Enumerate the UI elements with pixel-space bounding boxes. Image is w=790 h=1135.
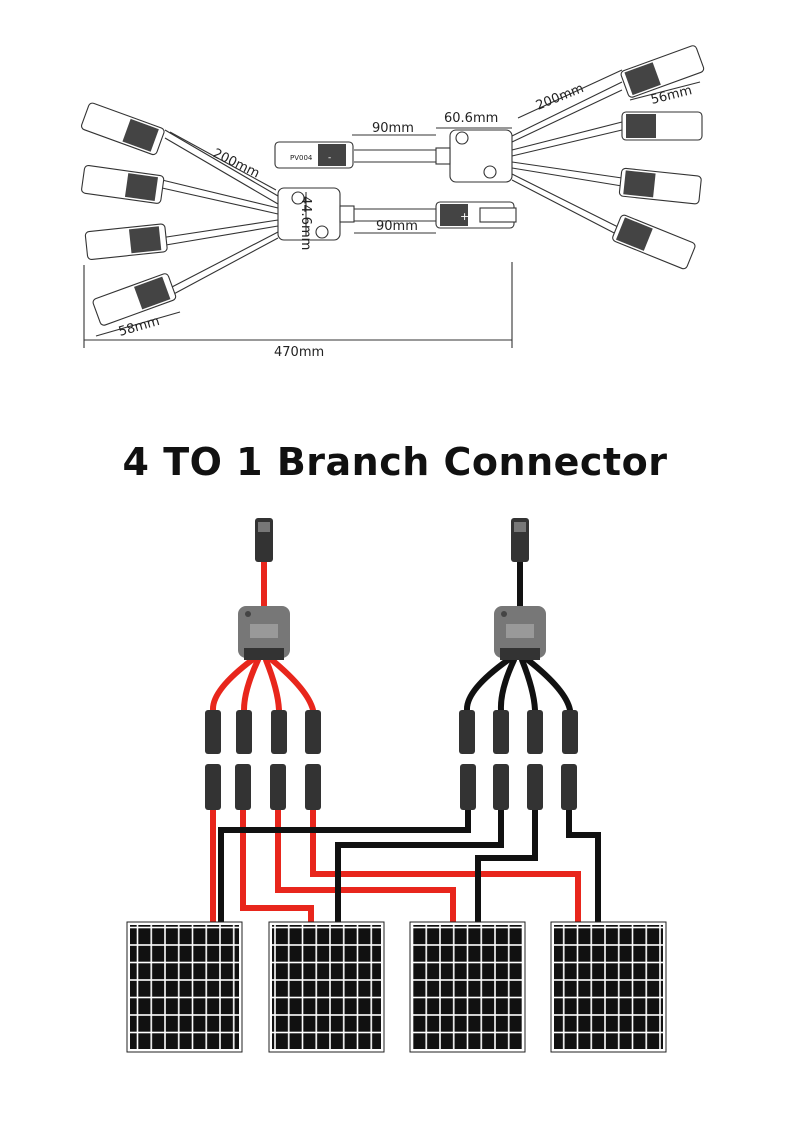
plus-mark: + [460,210,469,223]
positive-cables [210,557,581,925]
dim-extension-top: 90mm [372,121,414,136]
solar-panel-icon [268,921,385,1053]
solar-panel-icon [409,921,526,1053]
left-connectors [81,102,177,326]
branch-hub-icon [494,606,546,660]
dim-branch-width: 60.6mm [444,111,498,126]
connector-pairs [205,710,578,810]
right-fanout-cables [511,81,623,237]
dimension-drawing [81,45,705,348]
branch-hub-icon [238,606,290,660]
left-fanout-cables [159,129,279,297]
dim-cable-left: 200mm [210,146,262,181]
mc4-connector-icon [511,518,529,562]
right-connectors [612,45,705,270]
negative-cables [218,557,601,925]
page-title: 4 TO 1 Branch Connector [122,440,668,484]
solar-panel-icon [550,921,667,1053]
solar-panel-icon [126,921,243,1053]
mc4-connector-icon [274,141,354,169]
dim-cable-right: 200mm [534,81,586,114]
dim-extension-bottom: 90mm [376,219,418,234]
dim-branch-height: 44.6mm [298,196,313,250]
right-branch-hub [435,129,513,183]
mc4-connector-icon [435,201,517,229]
dim-total-length: 470mm [274,345,324,360]
minus-mark: - [328,153,331,163]
connector-model-label: PV004 [290,154,313,162]
mc4-connector-icon [255,518,273,562]
left-branch-hub [277,187,355,241]
